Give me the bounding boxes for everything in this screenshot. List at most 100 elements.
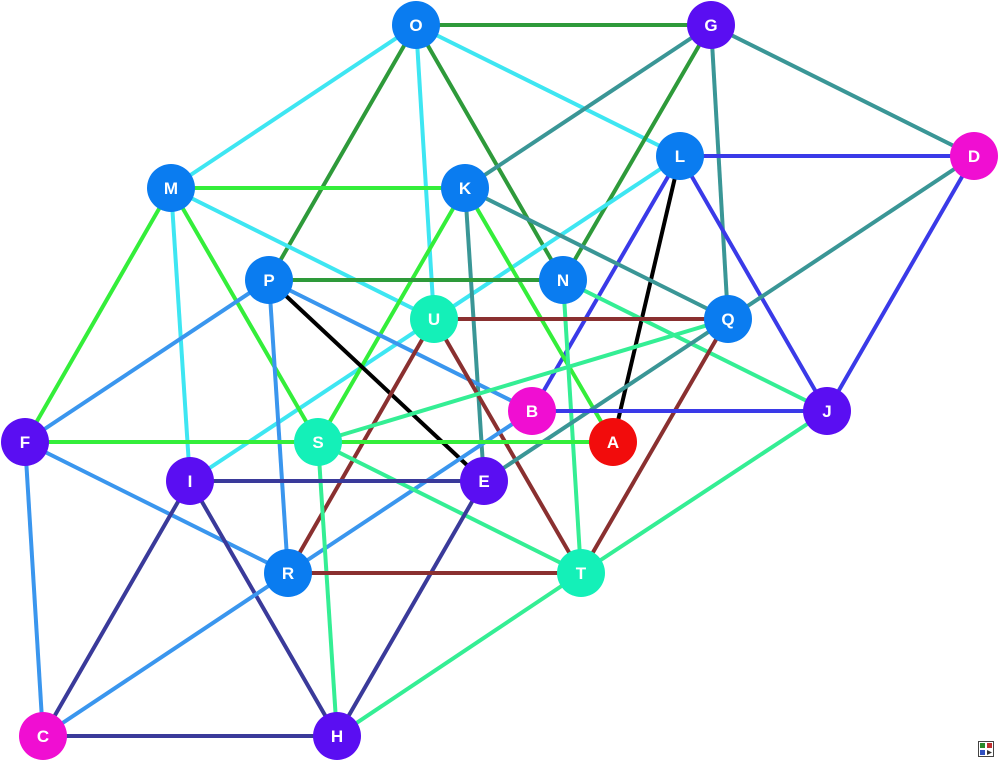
edge-g-q (709, 24, 730, 320)
node-circle (460, 457, 508, 505)
node-label: S (312, 433, 323, 452)
node-i[interactable]: I (166, 457, 214, 505)
edge-p-e (267, 278, 486, 483)
node-circle (656, 132, 704, 180)
node-circle (704, 295, 752, 343)
node-circle (539, 256, 587, 304)
node-circle (264, 549, 312, 597)
node-t[interactable]: T (557, 549, 605, 597)
edge-o-m (169, 23, 418, 190)
edge-k-q (464, 186, 729, 321)
node-circle (410, 295, 458, 343)
edge-o-l (415, 23, 681, 158)
node-label: J (822, 402, 831, 421)
app-badge-icon (978, 741, 994, 757)
edge-k-s (316, 186, 467, 444)
node-h[interactable]: H (313, 712, 361, 760)
node-p[interactable]: P (245, 256, 293, 304)
node-circle (557, 549, 605, 597)
node-label: F (20, 433, 30, 452)
node-k[interactable]: K (441, 164, 489, 212)
node-circle (589, 418, 637, 466)
edge-e-h (335, 480, 486, 737)
node-label: G (704, 16, 717, 35)
edge-d-q (726, 154, 976, 321)
edge-p-r (267, 279, 290, 574)
edge-i-h (188, 480, 339, 737)
node-circle (245, 256, 293, 304)
edge-m-s (169, 186, 320, 444)
edge-n-j (562, 278, 828, 413)
node-label: H (331, 727, 343, 746)
edge-o-p (267, 24, 418, 281)
edge-p-f (23, 278, 271, 444)
edge-o-n (414, 24, 565, 281)
edge-u-t (432, 317, 583, 575)
node-label: Q (721, 310, 734, 329)
edge-d-j (825, 155, 976, 412)
edge-b-r (286, 409, 534, 575)
node-label: K (459, 179, 472, 198)
edge-s-t (317, 440, 582, 575)
node-b[interactable]: B (508, 387, 556, 435)
node-g[interactable]: G (687, 1, 735, 49)
node-e[interactable]: E (460, 457, 508, 505)
node-d[interactable]: D (950, 132, 998, 180)
node-l[interactable]: L (656, 132, 704, 180)
node-label: B (526, 402, 538, 421)
node-circle (294, 418, 342, 466)
node-o[interactable]: O (392, 1, 440, 49)
node-circle (313, 712, 361, 760)
node-label: I (188, 472, 193, 491)
node-circle (147, 164, 195, 212)
node-n[interactable]: N (539, 256, 587, 304)
edge-s-h (316, 441, 339, 737)
edge-k-a (463, 186, 615, 444)
node-j[interactable]: J (803, 387, 851, 435)
node-c[interactable]: C (19, 712, 67, 760)
edge-r-c (41, 571, 290, 738)
node-label: O (409, 16, 422, 35)
node-circle (950, 132, 998, 180)
edge-n-t (561, 279, 583, 574)
edge-k-e (463, 187, 486, 482)
node-circle (687, 1, 735, 49)
node-label: E (478, 472, 489, 491)
edge-i-c (41, 480, 192, 737)
node-label: M (164, 179, 178, 198)
node-circle (166, 457, 214, 505)
node-circle (441, 164, 489, 212)
node-label: T (576, 564, 587, 583)
node-label: R (282, 564, 294, 583)
node-s[interactable]: S (294, 418, 342, 466)
node-q[interactable]: Q (704, 295, 752, 343)
node-label: C (37, 727, 49, 746)
edge-l-a (611, 155, 682, 443)
edge-f-c (23, 441, 45, 737)
edge-q-t (579, 317, 730, 575)
node-r[interactable]: R (264, 549, 312, 597)
edge-g-k (463, 23, 713, 190)
node-m[interactable]: M (147, 164, 195, 212)
node-label: N (557, 271, 569, 290)
node-circle (508, 387, 556, 435)
node-u[interactable]: U (410, 295, 458, 343)
edge-q-e (482, 317, 730, 483)
edge-g-n (561, 23, 713, 282)
node-label: L (675, 147, 685, 166)
node-f[interactable]: F (1, 418, 49, 466)
edge-q-s (317, 317, 729, 444)
edge-g-d (710, 23, 975, 158)
edge-m-u (170, 186, 435, 321)
node-a[interactable]: A (589, 418, 637, 466)
edge-l-j (678, 155, 829, 412)
node-label: A (607, 433, 619, 452)
node-circle (19, 712, 67, 760)
edge-m-i (169, 187, 192, 482)
edge-m-f (23, 187, 173, 443)
edge-o-u (414, 24, 436, 320)
edge-j-t (579, 409, 829, 575)
node-circle (803, 387, 851, 435)
edge-u-r (286, 318, 436, 574)
